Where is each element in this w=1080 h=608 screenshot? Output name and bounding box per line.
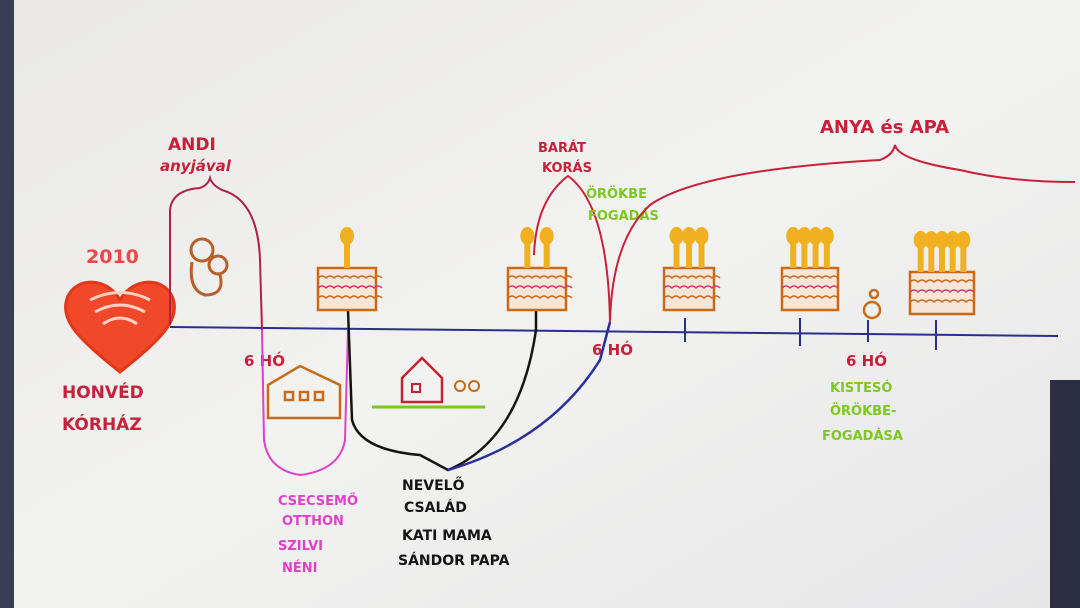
house-family-icon	[372, 356, 485, 409]
birthday-cake-icon	[908, 231, 976, 316]
infant-home-line1: CSECSEMŐ	[278, 493, 358, 509]
birthday-cakes	[316, 227, 976, 316]
birthday-cake-icon	[780, 227, 840, 312]
timeline-axis	[169, 326, 1059, 337]
infant-home-loop	[261, 329, 349, 477]
sibling-line2: ÖRÖKBE-	[830, 403, 896, 419]
infant-home-line2: OTTHON	[282, 514, 344, 529]
friendship-line1: BARÁT	[538, 140, 586, 156]
adoption-line1: ÖRÖKBE	[586, 186, 647, 202]
foster-line3: KATI MAMA	[402, 528, 492, 544]
friendship-line2: KORÁS	[542, 160, 592, 176]
birth-label-line2: KÓRHÁZ	[62, 413, 142, 435]
year-label: 2010	[86, 246, 139, 268]
andi-period-arch	[169, 174, 263, 331]
board-edge-right	[1050, 380, 1080, 608]
birthday-cake-icon	[316, 227, 383, 312]
infant-home-line3: SZILVI	[278, 539, 323, 554]
six-months-label-1: 6 HÓ	[244, 351, 285, 370]
sibling-line1: KISTESÓ	[830, 380, 892, 396]
foster-line2: CSALÁD	[404, 499, 467, 516]
mother-child-icon	[189, 237, 229, 297]
parents-bracket	[609, 144, 1076, 323]
birthday-cake-icon	[662, 227, 721, 312]
parents-label: ANYA és APA	[820, 117, 949, 138]
birthday-cake-icon	[506, 227, 573, 312]
baby-icon	[862, 288, 882, 320]
infant-home-line4: NÉNI	[282, 560, 317, 576]
house-icon	[266, 364, 342, 420]
foster-line4: SÁNDOR PAPA	[398, 552, 510, 569]
andi-label: ANDI	[168, 135, 216, 155]
six-months-label-2: 6 HÓ	[592, 340, 633, 359]
sibling-line3: FOGADÁSA	[822, 428, 903, 444]
board-edge-left	[0, 0, 14, 608]
andi-sub-label: anyjával	[160, 157, 232, 175]
heart-icon	[64, 280, 176, 374]
six-months-label-3: 6 HÓ	[846, 351, 887, 370]
adoption-line2: FOGADÁS	[588, 208, 659, 224]
foster-to-adoption-line	[447, 321, 612, 472]
birth-label-line1: HONVÉD	[62, 381, 144, 403]
friendship-branch	[533, 174, 611, 323]
foster-line1: NEVELŐ	[402, 476, 465, 494]
